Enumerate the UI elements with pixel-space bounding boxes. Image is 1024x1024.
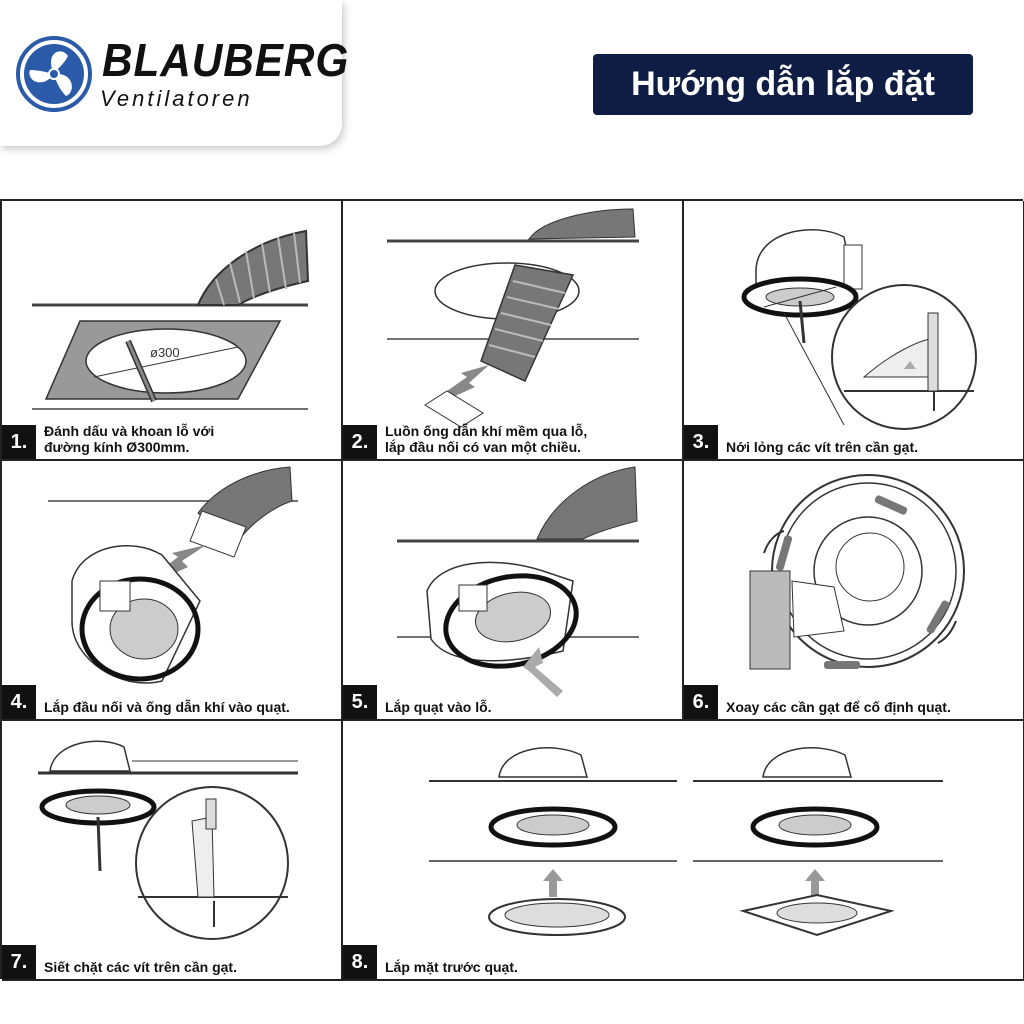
step-caption: Lắp quạt vào lỗ. <box>385 699 492 715</box>
duct-through-hole-illustration <box>387 208 639 428</box>
front-panel-illustration <box>429 747 943 937</box>
step-caption: Đánh dấu và khoan lỗ với đường kính Ø300… <box>44 423 214 455</box>
step-caption-line1: Lắp đầu nối và ống dẫn khí vào quạt. <box>44 699 290 715</box>
step-panel-7: 7. Siết chặt các vít trên cần gạt. <box>2 721 343 981</box>
step-caption-line1: Nới lỏng các vít trên cần gạt. <box>726 439 918 455</box>
brand-tagline: Ventilatoren <box>100 86 253 111</box>
step-panel-4: 4. Lắp đầu nối và ống dẫn khí vào quạt. <box>2 461 343 721</box>
brand-logo-card: BLAUBERG Ventilatoren <box>0 0 348 146</box>
page-title: Hướng dẫn lắp đặt <box>593 54 973 115</box>
step-panel-3: 3. Nới lỏng các vít trên cần gạt. <box>684 201 1024 461</box>
step-caption-line2: đường kính Ø300mm. <box>44 439 190 455</box>
step-number: 4. <box>2 685 36 719</box>
step-caption: Luồn ống dẫn khí mềm qua lỗ, lắp đầu nối… <box>385 423 587 455</box>
step-caption-line1: Đánh dấu và khoan lỗ với <box>44 423 215 439</box>
step-panel-2: 2. Luồn ống dẫn khí mềm qua lỗ, lắp đầu … <box>343 201 684 461</box>
step-number: 5. <box>343 685 377 719</box>
brand-name: BLAUBERG <box>102 34 350 86</box>
instruction-grid: ø300 1. Đánh dấu và khoan lỗ với đường k… <box>0 199 1024 981</box>
insert-fan-illustration <box>397 466 639 697</box>
fan-logo-icon <box>16 36 92 112</box>
step-number: 1. <box>2 425 36 459</box>
step-number: 7. <box>2 945 36 979</box>
step-caption-line2: lắp đầu nối có van một chiều. <box>385 439 582 455</box>
step-caption: Xoay các cần gạt để cố định quạt. <box>726 699 951 715</box>
step-caption-line1: Lắp quạt vào lỗ. <box>385 699 492 715</box>
drill-hole-illustration: ø300 <box>32 229 310 410</box>
tighten-screws-illustration <box>38 740 298 940</box>
step-caption: Lắp mặt trước quạt. <box>385 959 518 975</box>
step-number: 3. <box>684 425 718 459</box>
step-caption: Lắp đầu nối và ống dẫn khí vào quạt. <box>44 699 290 715</box>
step-caption-line1: Luồn ống dẫn khí mềm qua lỗ, <box>385 423 588 439</box>
attach-duct-illustration <box>48 466 298 684</box>
step-panel-5: 5. Lắp quạt vào lỗ. <box>343 461 684 721</box>
step-caption-line1: Xoay các cần gạt để cố định quạt. <box>726 699 951 715</box>
step-caption: Siết chặt các vít trên cần gạt. <box>44 959 237 975</box>
rotate-levers-illustration <box>749 474 965 670</box>
step-caption: Nới lỏng các vít trên cần gạt. <box>726 439 918 455</box>
step-caption-line1: Lắp mặt trước quạt. <box>385 959 518 975</box>
step-caption-line1: Siết chặt các vít trên cần gạt. <box>44 959 237 975</box>
step-panel-1: ø300 1. Đánh dấu và khoan lỗ với đường k… <box>2 201 343 461</box>
step-panel-6: 6. Xoay các cần gạt để cố định quạt. <box>684 461 1024 721</box>
loosen-screws-illustration <box>741 229 977 430</box>
step-number: 6. <box>684 685 718 719</box>
step-number: 8. <box>343 945 377 979</box>
diameter-label: ø300 <box>150 345 180 360</box>
step-number: 2. <box>343 425 377 459</box>
step-panel-8: 8. Lắp mặt trước quạt. <box>343 721 1024 981</box>
